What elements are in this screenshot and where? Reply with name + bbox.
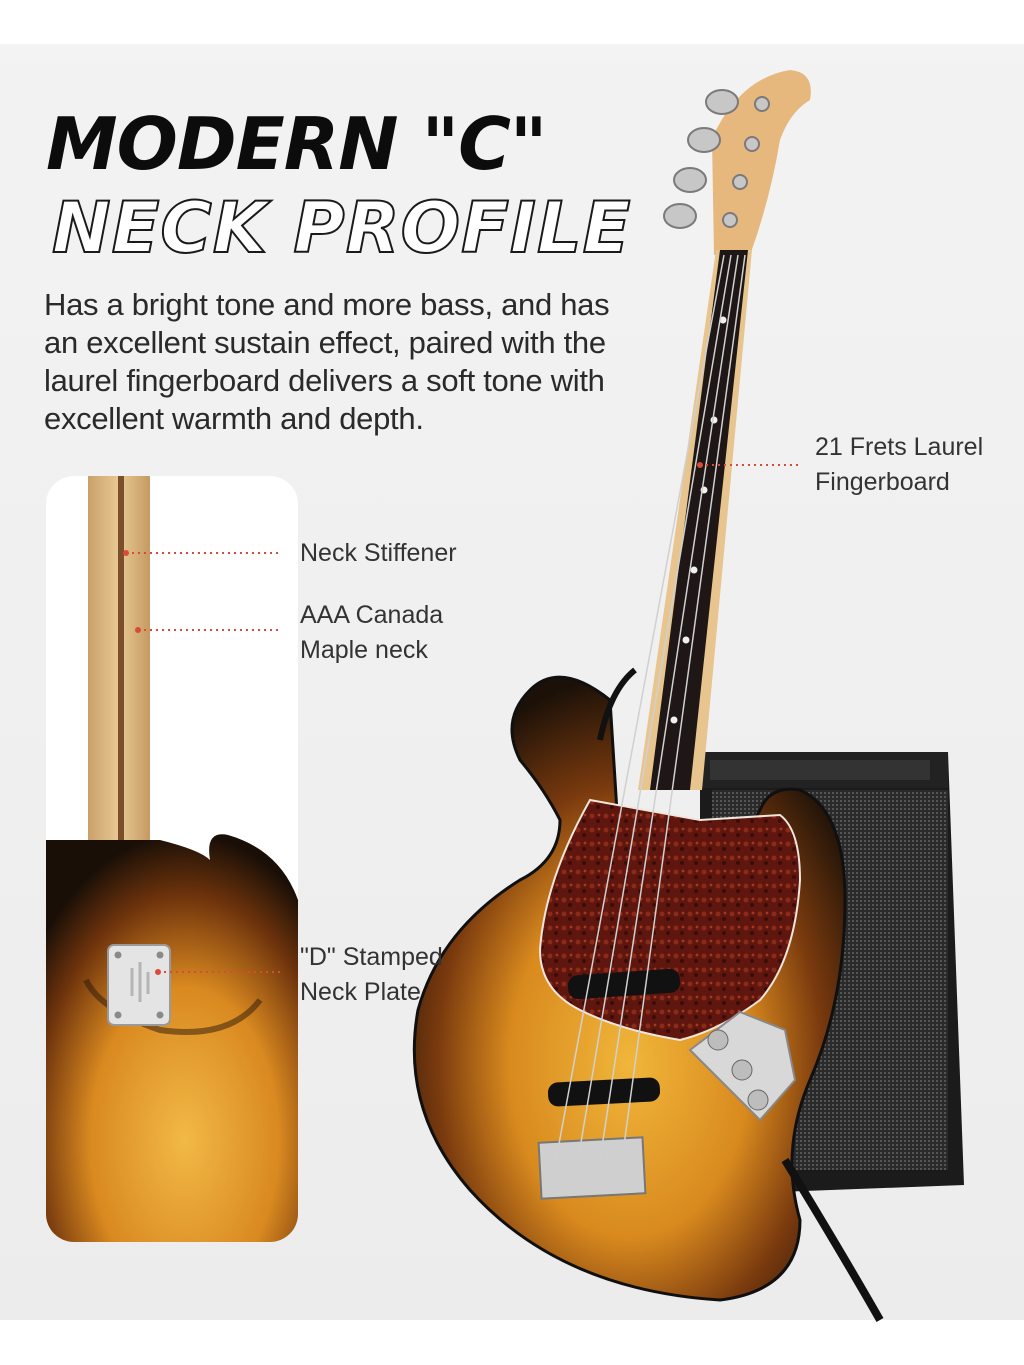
title-line-2: NECK PROFILE bbox=[51, 187, 632, 269]
callout-fingerboard-line-1: 21 Frets Laurel bbox=[815, 433, 984, 461]
neck-back-view bbox=[46, 476, 298, 1242]
callout-maple-neck-line-1: AAA Canada bbox=[300, 601, 444, 629]
callout-fingerboard: 21 Frets Laurel Fingerboard bbox=[815, 430, 983, 500]
callout-lines bbox=[126, 464, 800, 973]
callout-maple-neck: AAA Canada Maple neck bbox=[300, 598, 443, 668]
bottom-margin bbox=[0, 1320, 1024, 1365]
title-line-1: MODERN "C" bbox=[46, 102, 547, 186]
top-margin bbox=[0, 0, 1024, 44]
bass-guitar bbox=[412, 70, 884, 1322]
callout-neck-stiffener-line-1: Neck Stiffener bbox=[300, 539, 457, 567]
callout-maple-neck-line-2: Maple neck bbox=[300, 636, 428, 664]
callout-neck-stiffener: Neck Stiffener bbox=[300, 536, 457, 571]
callout-fingerboard-line-2: Fingerboard bbox=[815, 468, 950, 496]
callout-dots bbox=[123, 462, 703, 975]
callout-neck-plate-line-1: "D" Stamped bbox=[300, 943, 443, 971]
callout-neck-plate-line-2: Neck Plate bbox=[300, 978, 421, 1006]
description-text: Has a bright tone and more bass, and has… bbox=[44, 287, 610, 436]
callout-neck-plate: "D" Stamped Neck Plate bbox=[300, 940, 443, 1010]
